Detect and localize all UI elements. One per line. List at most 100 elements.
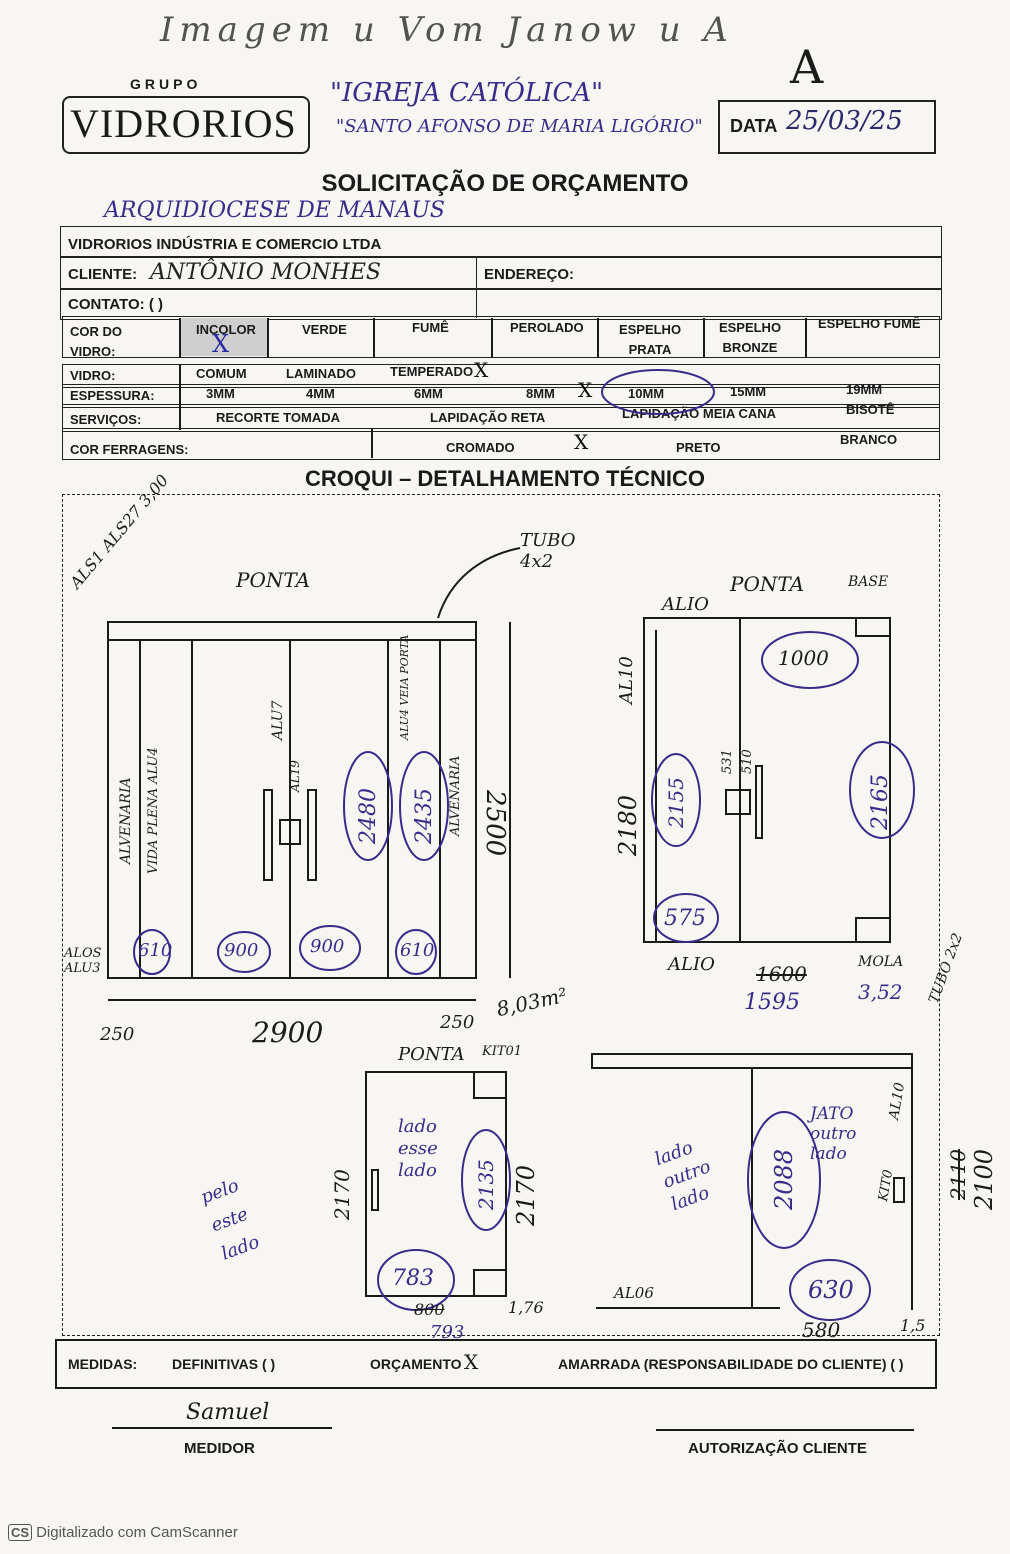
definitive-option: DEFINITIVAS ( ) (172, 1356, 276, 1372)
logo-name: VIDRORIOS (70, 101, 297, 146)
sketch-title: CROQUI – DETALHAMENTO TÉCNICO (304, 466, 706, 491)
thickness-4: 10MM (628, 386, 665, 401)
d2-height-0: 2155 (664, 777, 688, 828)
glass-color-4: ESPELHO PRATA (618, 322, 682, 357)
measures-label: MEDIDAS: (68, 1356, 138, 1372)
company-name: VIDRORIOS INDÚSTRIA E COMERCIO LTDA (68, 236, 382, 253)
glass-color-0: INCOLOR (196, 322, 256, 337)
d4-height: 2088 (770, 1148, 798, 1210)
form-row-company (60, 226, 942, 258)
d2-bottom-right: MOLA (858, 954, 904, 970)
date-value: 25/03/25 (786, 106, 903, 136)
d2-width-top: 1000 (778, 646, 829, 670)
d2-small-1: 510 (740, 749, 755, 774)
d1-panel-height-1: 2435 (412, 788, 437, 844)
d2-small-0: 531 (720, 749, 735, 774)
d3-height-left: 2170 (330, 1169, 354, 1220)
hardware-2: BRANCO (840, 432, 898, 447)
service-0: RECORTE TOMADA (216, 410, 340, 425)
d1-vlabel-3: AL19 (288, 760, 302, 792)
budget-mark: X (464, 1350, 479, 1374)
project-line-1: "IGREJA CATÓLICA" (330, 78, 604, 108)
measurer-label: MEDIDOR (184, 1440, 255, 1457)
d1-height: 2500 (480, 790, 510, 857)
sketch-frame (62, 494, 940, 1336)
d1-vlabel-1: VIDA PLENA ALU4 (146, 747, 161, 874)
d3-top-label: PONTA (398, 1044, 465, 1065)
thickness-label: ESPESSURA: (70, 388, 155, 403)
d4-right-struck: 2110 (946, 1149, 970, 1200)
d3-side-value: 1,76 (508, 1298, 544, 1317)
date-label: DATA (730, 116, 778, 136)
thickness-mark: X (578, 378, 593, 402)
d2-height-1: 2165 (868, 774, 893, 830)
d1-vlabel-5: ALVENARIA (448, 755, 463, 836)
glass-color-2: FUMÊ (412, 320, 449, 335)
tempered-mark: X (474, 358, 489, 382)
d3-bottom-value: 793 (430, 1322, 465, 1343)
form-row-hardware (62, 428, 940, 460)
service-1: LAPIDAÇÃO RETA (430, 410, 546, 425)
d2-top-right: BASE (848, 574, 889, 590)
contact-label: CONTATO: ( ) (68, 296, 163, 313)
address-label: ENDEREÇO: (484, 266, 575, 283)
d1-vlabel-2: ALU7 (270, 700, 286, 740)
glass-color-label: COR DO VIDRO: (70, 324, 122, 359)
thickness-2: 6MM (414, 386, 443, 401)
thickness-3: 8MM (526, 386, 555, 401)
service-2: LAPIDAÇÃO MEIA CANA (622, 406, 777, 421)
d1-panel-width-3: 610 (400, 940, 435, 961)
top-scribble: Imagem u Vom Janow u A (160, 10, 734, 50)
form-row-contact (60, 288, 942, 320)
top-letter: A (790, 40, 824, 94)
d1-bottom-left: ALOS ALU3 (64, 946, 102, 976)
budget-option: ORÇAMENTO (370, 1356, 462, 1372)
d4-top-note: JATO outro lado (810, 1104, 857, 1164)
thickness-6: 19MM (846, 382, 883, 397)
scanner-text: Digitalizado com CamScanner (36, 1524, 238, 1541)
camscanner-logo-icon: CS (8, 1524, 33, 1541)
d3-height-right: 2170 (512, 1164, 540, 1226)
glass-color-1: VERDE (302, 322, 347, 337)
d2-side-label: AL10 (616, 656, 637, 704)
client-label: CLIENTE: (68, 266, 138, 283)
d1-right-margin: 250 (440, 1012, 475, 1033)
form-row-glass-type (62, 364, 940, 388)
d4-bottom-width: 630 (808, 1276, 854, 1304)
date-box (718, 100, 936, 154)
project-line-2: "SANTO AFONSO DE MARIA LIGÓRIO" (336, 116, 703, 137)
handwritten-subtitle: ARQUIDIOCESE DE MANAUS (104, 198, 445, 223)
d4-side-value: 1,5 (900, 1316, 926, 1335)
d3-inner-height: 2135 (474, 1159, 498, 1210)
hardware-label: COR FERRAGENS: (70, 442, 189, 457)
d2-bottom-right-value: 3,52 (858, 980, 903, 1004)
hardware-1: PRETO (676, 440, 721, 455)
logo-grupo: GRUPO (130, 76, 202, 92)
d1-vlabel-0: ALVENARIA (118, 777, 134, 864)
form-row-services (62, 404, 940, 432)
glass-type-2: TEMPERADO (390, 364, 474, 379)
thickness-0: 3MM (206, 386, 235, 401)
d4-bottom-left: AL06 (614, 1284, 654, 1302)
d2-top-left: ALIO (662, 594, 709, 615)
d3-bottom-struck: 800 (414, 1300, 445, 1319)
glass-type-0: COMUM (196, 366, 247, 381)
incolor-cell-shade (180, 318, 268, 356)
thickness-1: 4MM (306, 386, 335, 401)
form-row-glass-color (62, 316, 940, 358)
client-divider (476, 256, 477, 318)
d2-height: 2180 (614, 794, 642, 856)
d1-panel-height-0: 2480 (356, 788, 381, 844)
d1-top-label: PONTA (236, 568, 311, 592)
d3-inner-note: lado esse lado (398, 1116, 438, 1181)
d2-bottom-width: 575 (664, 906, 706, 931)
d2-top-label: PONTA (730, 572, 805, 596)
d3-top-right: KIT01 (482, 1044, 523, 1059)
form-row-client (60, 256, 942, 290)
form-row-thickness (62, 384, 940, 408)
glass-type-1: LAMINADO (286, 366, 357, 381)
service-3: BISOTÊ (846, 402, 895, 417)
d1-vlabel-4: ALU4 VEIA PORTA (398, 634, 411, 740)
